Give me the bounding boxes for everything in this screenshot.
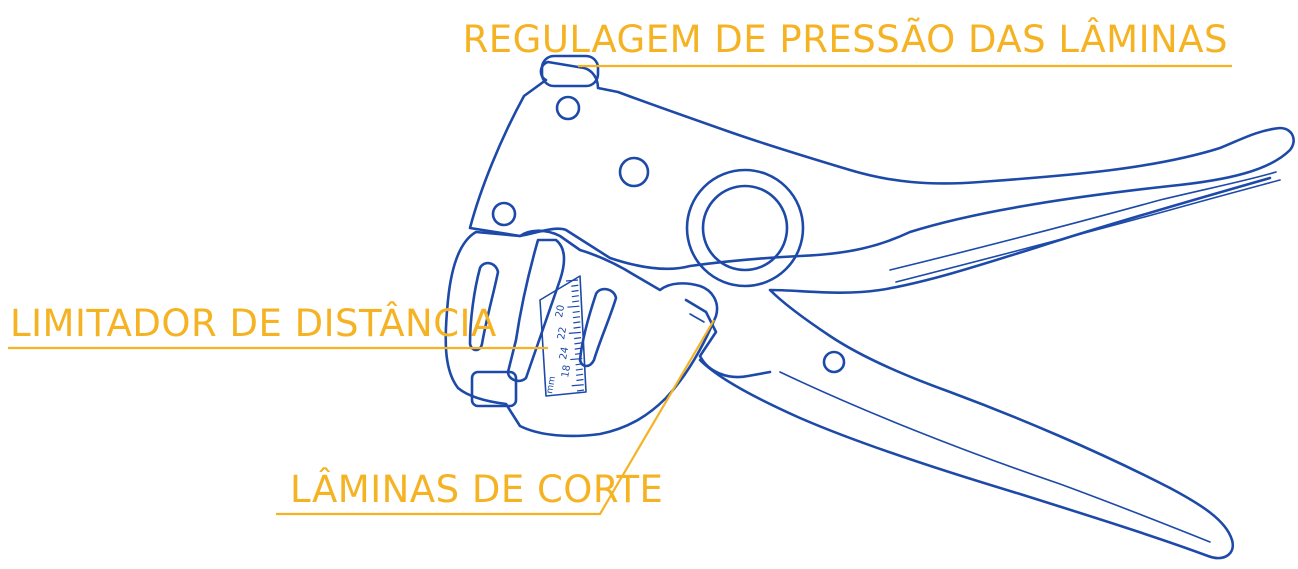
pivot-hole-left [493, 203, 515, 225]
main-pivot-ring-inner [703, 186, 787, 270]
scale-tick [577, 390, 584, 391]
scale-tick [572, 385, 584, 386]
scale-tick [567, 306, 579, 307]
label-blade-pressure: REGULAGEM DE PRESSÃO DAS LÂMINAS [463, 17, 1228, 61]
cutting-blade [686, 300, 770, 377]
pivot-hole-mid [620, 158, 648, 186]
scale-mark: mm [545, 376, 558, 395]
scale-tick [572, 301, 579, 302]
scale-tick [576, 374, 583, 375]
pivot-hole-lower [824, 352, 844, 372]
scale-tick [572, 296, 579, 297]
scale-tick [569, 332, 581, 333]
label-cutting-blades: LÂMINAS DE CORTE [290, 467, 663, 511]
label-distance-limiter: LIMITADOR DE DISTÂNCIA [10, 301, 497, 345]
upper-body-outline [470, 62, 1294, 269]
scale-mark: 24 [558, 346, 571, 360]
scale-tick [574, 338, 581, 339]
scale-mark: 18 [560, 364, 573, 378]
jaw-slot-right [580, 289, 616, 366]
scale-tick [574, 327, 581, 328]
scale-tick [573, 317, 580, 318]
lower-handle-groove [780, 372, 1210, 542]
pivot-hole-top [557, 97, 579, 119]
scale-tick [566, 280, 578, 281]
main-pivot-ring-outer [687, 170, 803, 286]
scale-tick [576, 369, 583, 370]
scale-mark: 22 [556, 326, 569, 340]
scale-tick [572, 290, 579, 291]
scale-tick [574, 343, 581, 344]
scale-tick [573, 322, 580, 323]
measurement-scale: 20 22 24 18 mm [540, 276, 586, 396]
scale-mark: 20 [554, 304, 567, 318]
scale-tick [576, 380, 583, 381]
scale-tick [573, 311, 580, 312]
scale-tick [571, 285, 578, 286]
cutting-blade-edge [690, 314, 704, 322]
